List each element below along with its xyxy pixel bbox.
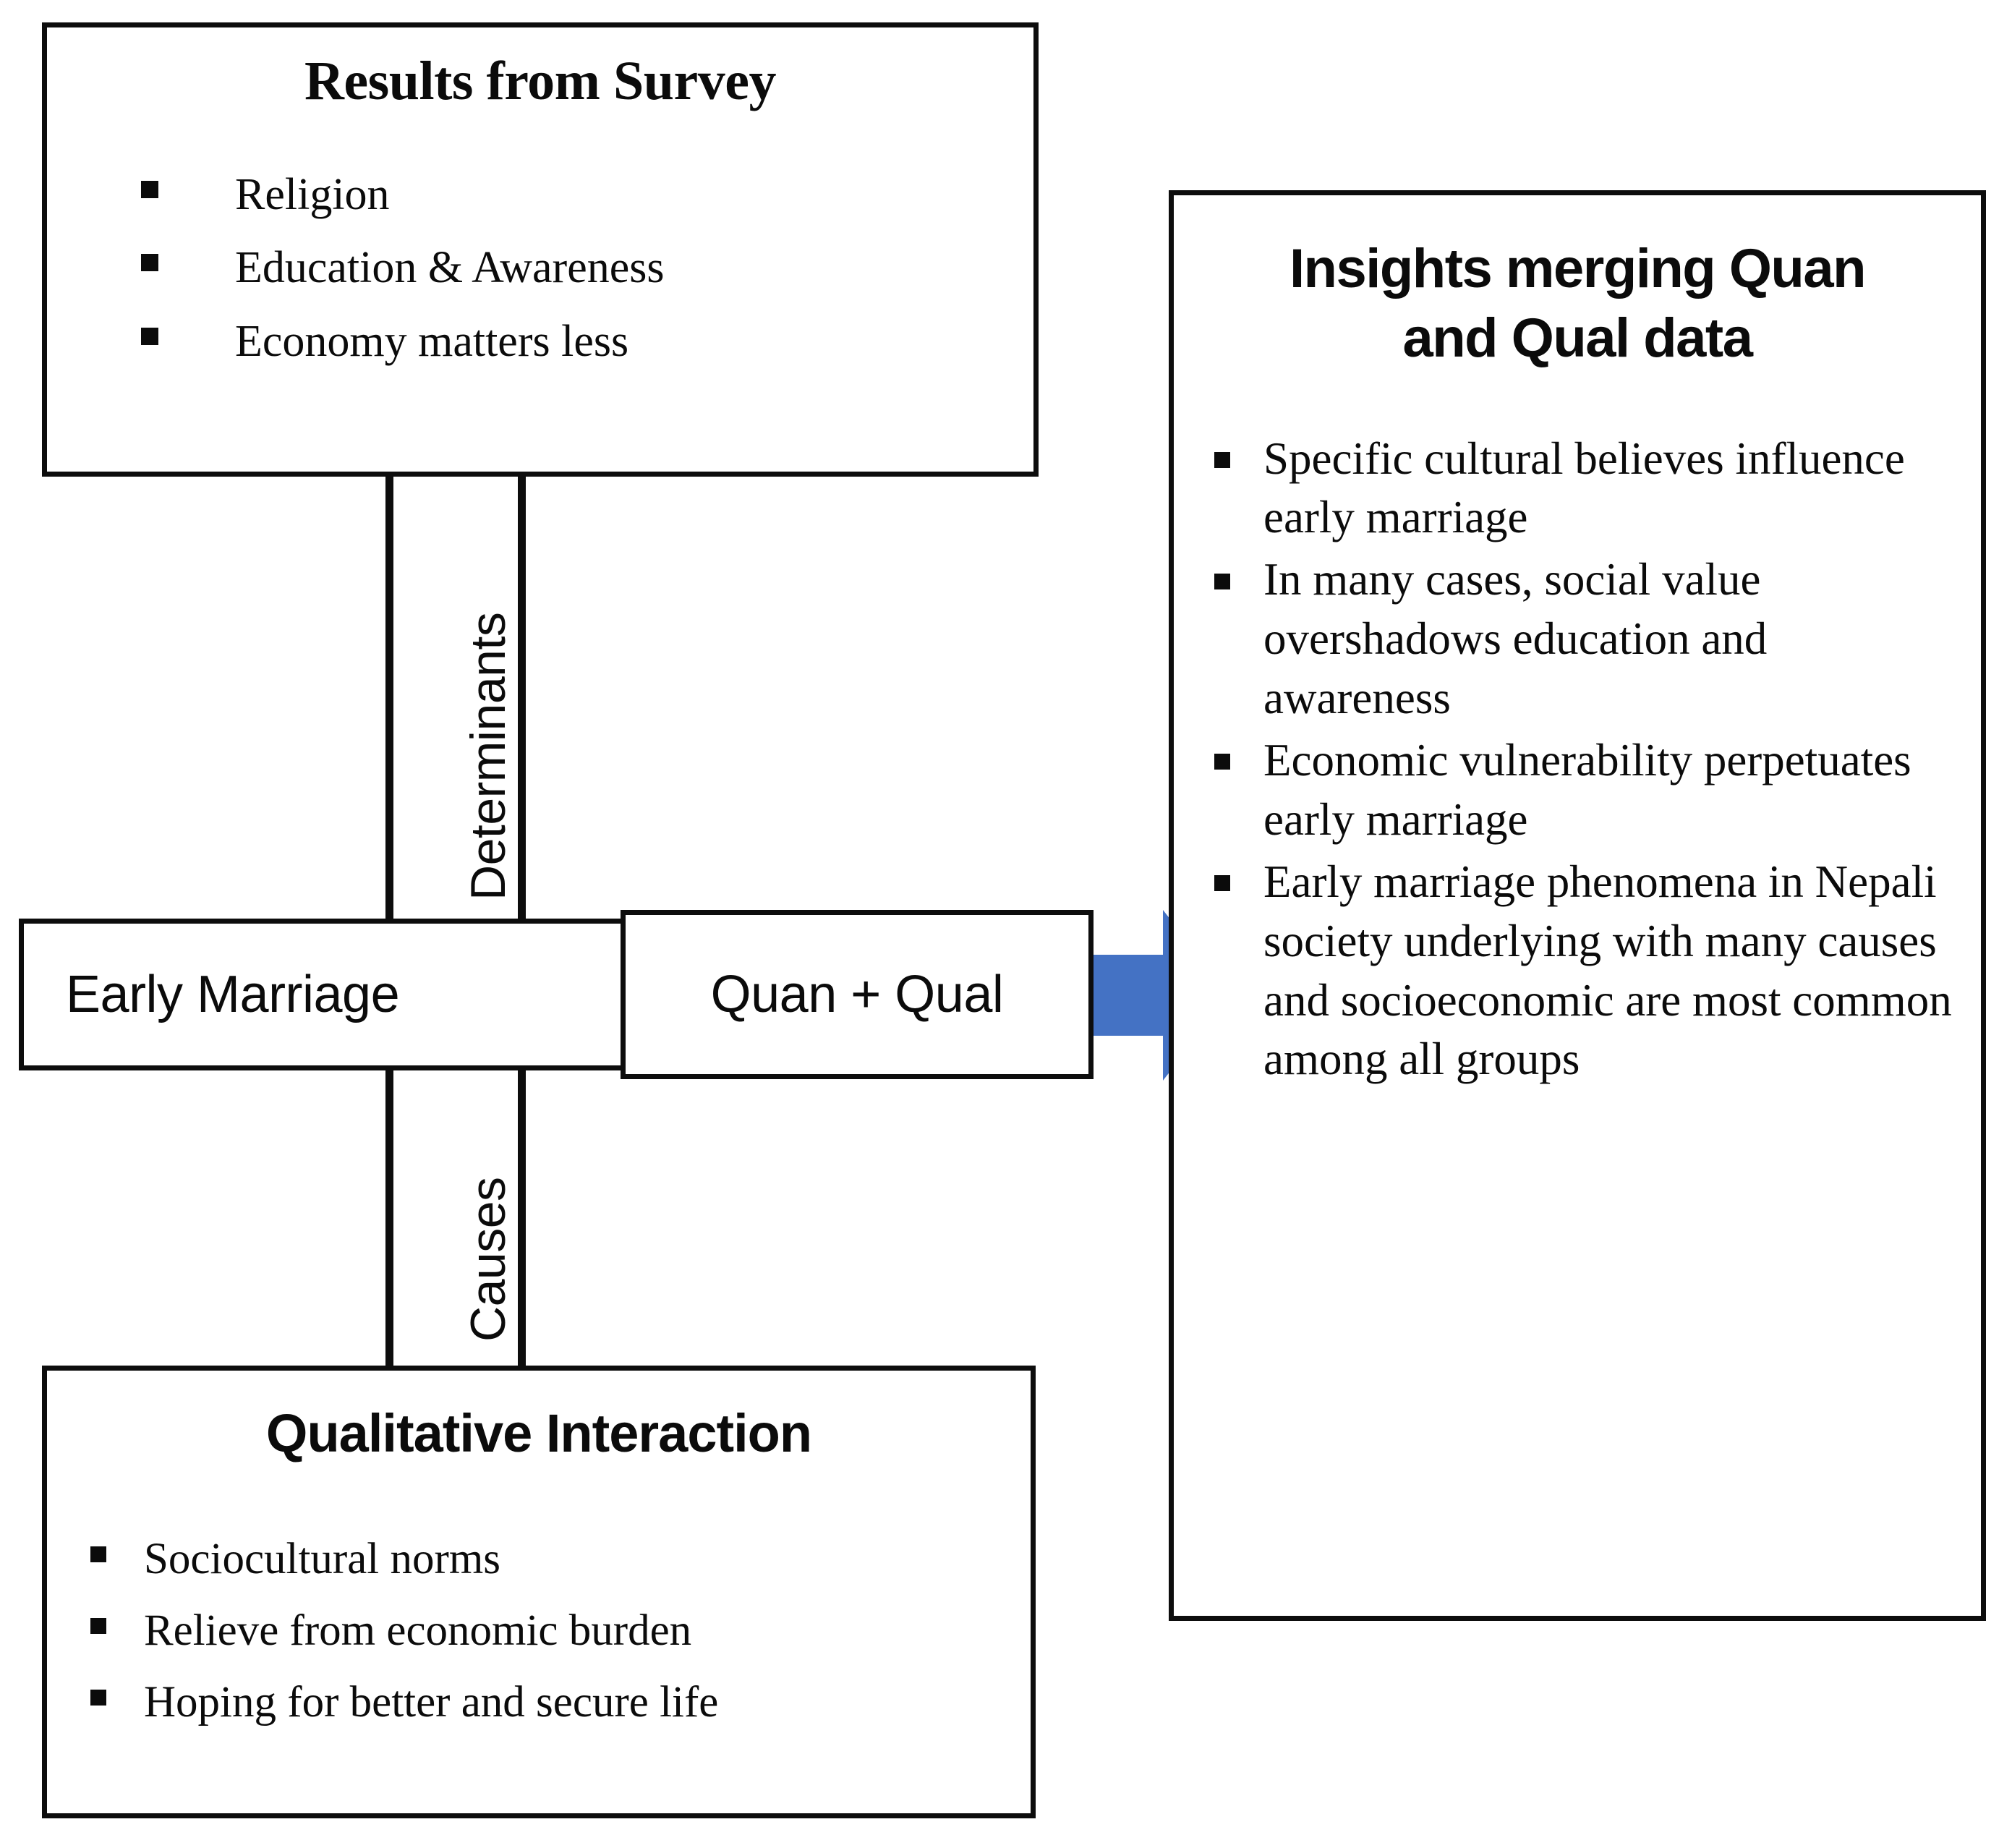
bullet-text: Specific cultural believes influence ear… [1263,433,1905,543]
qualitative-interaction-box: Qualitative Interaction Sociocultural no… [42,1366,1036,1818]
list-item: Hoping for better and secure life [90,1667,1031,1739]
square-bullet-icon [141,327,158,345]
bullet-text: Relieve from economic burden [144,1606,692,1656]
bullet-text: In many cases, social value overshadows … [1263,554,1768,724]
bullet-text: Sociocultural norms [144,1535,501,1584]
insights-bullet-list: Specific cultural believes influence ear… [1174,430,1981,1090]
square-bullet-icon [1214,754,1230,770]
square-bullet-icon [1214,875,1230,892]
square-bullet-icon [1214,573,1230,589]
square-bullet-icon [90,1546,106,1562]
square-bullet-icon [90,1689,106,1706]
early-marriage-box: Early Marriage [19,919,638,1070]
list-item: Sociocultural norms [90,1524,1031,1596]
list-item: Early marriage phenomena in Nepali socie… [1214,853,1956,1090]
square-bullet-icon [90,1617,106,1634]
results-box-title: Results from Survey [304,51,776,111]
qualitative-bullet-list: Sociocultural norms Relieve from economi… [47,1524,1031,1738]
bullet-text: Religion [235,169,390,219]
list-item: Education & Awareness [141,231,1033,305]
bullet-text: Economic vulnerability perpetuates early… [1263,734,1911,845]
square-bullet-icon [141,254,158,272]
list-item: Specific cultural believes influence ear… [1214,430,1956,548]
qualitative-box-title: Qualitative Interaction [265,1403,812,1463]
bullet-text: Economy matters less [235,316,629,366]
list-item: Relieve from economic burden [90,1596,1031,1667]
results-bullet-list: Religion Education & Awareness Economy m… [47,158,1033,379]
results-from-survey-box: Results from Survey Religion Education &… [42,22,1039,477]
bullet-text: Education & Awareness [235,243,665,293]
square-bullet-icon [1214,452,1230,468]
list-item: Economy matters less [141,305,1033,379]
connector-label-causes: Causes [461,1177,516,1342]
square-bullet-icon [141,180,158,198]
insights-box-title: Insights merging Quan and Qual data [1289,238,1867,369]
quan-qual-label: Quan + Qual [710,966,1004,1023]
connector-label-determinants: Determinants [461,612,516,900]
bullet-text: Early marriage phenomena in Nepali socie… [1263,856,1952,1085]
insights-box: Insights merging Quan and Qual data Spec… [1169,190,1986,1621]
list-item: Religion [141,158,1033,232]
quan-plus-qual-box: Quan + Qual [621,910,1094,1079]
bullet-text: Hoping for better and secure life [144,1678,719,1727]
list-item: Economic vulnerability perpetuates early… [1214,731,1956,850]
early-marriage-label: Early Marriage [66,966,400,1023]
list-item: In many cases, social value overshadows … [1214,550,1956,728]
